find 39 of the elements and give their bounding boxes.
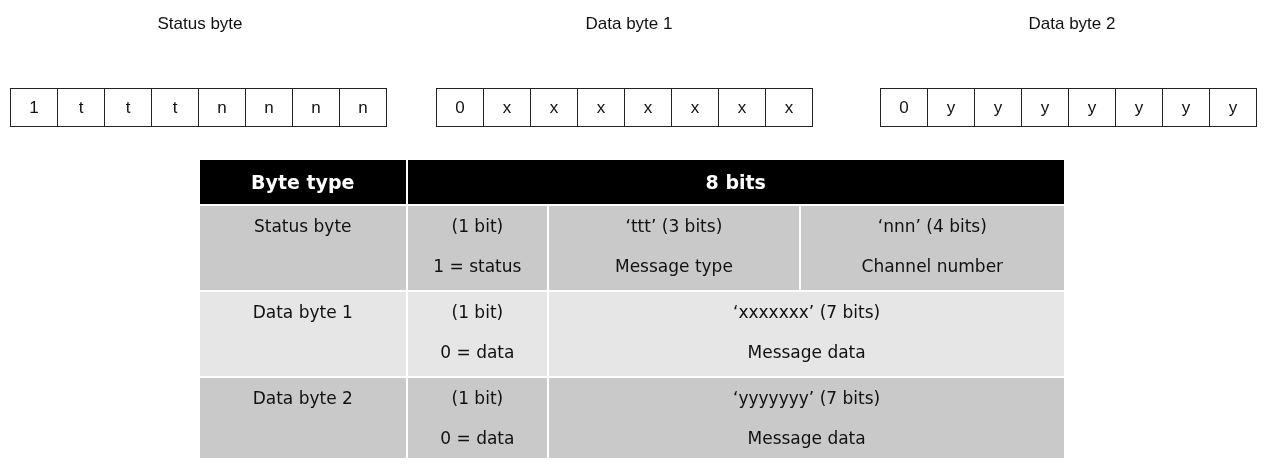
table-cell: Status byte <box>199 205 407 291</box>
table-cell: Data byte 1 <box>199 291 407 377</box>
bit-cell: x <box>718 88 766 127</box>
bit-cell: x <box>624 88 672 127</box>
bit-cell: 0 <box>436 88 484 127</box>
bit-cell: y <box>1068 88 1116 127</box>
table-cell: (1 bit) 1 = status <box>406 205 549 291</box>
bit-cell: n <box>292 88 340 127</box>
bit-cell: n <box>245 88 293 127</box>
bit-cell: 0 <box>880 88 928 127</box>
bit-cell: 1 <box>10 88 58 127</box>
bit-cell: y <box>1115 88 1163 127</box>
bit-cell: t <box>104 88 152 127</box>
byte-title: Data byte 1 <box>585 14 673 34</box>
bit-cell: y <box>1162 88 1210 127</box>
bit-cell: y <box>1021 88 1069 127</box>
table-cell: ‘nnn’ (4 bits) Channel number <box>799 205 1065 291</box>
byte-title: Status byte <box>157 14 243 34</box>
table-cell: ‘yyyyyyy’ (7 bits) Message data <box>548 377 1065 459</box>
table-cell: ‘ttt’ (3 bits) Message type <box>548 205 800 291</box>
byte-title: Data byte 2 <box>1028 14 1116 34</box>
bit-cell: y <box>974 88 1022 127</box>
bit-cell: y <box>927 88 975 127</box>
bit-cell: x <box>577 88 625 127</box>
bit-cell: t <box>151 88 199 127</box>
header-cell: Byte type <box>199 159 407 205</box>
bit-cell: x <box>530 88 578 127</box>
table-cell: (1 bit) 0 = data <box>406 291 549 377</box>
table-cell: Data byte 2 <box>199 377 407 459</box>
bit-cell: x <box>671 88 719 127</box>
table-cell: ‘xxxxxxx’ (7 bits) Message data <box>548 291 1065 377</box>
bit-cell: y <box>1209 88 1257 127</box>
bit-cell: x <box>483 88 531 127</box>
bit-cell: n <box>339 88 387 127</box>
header-cell: 8 bits <box>406 159 1065 205</box>
bit-cell: n <box>198 88 246 127</box>
table-cell: (1 bit) 0 = data <box>406 377 549 459</box>
bit-cell: x <box>765 88 813 127</box>
bit-cell: t <box>57 88 105 127</box>
